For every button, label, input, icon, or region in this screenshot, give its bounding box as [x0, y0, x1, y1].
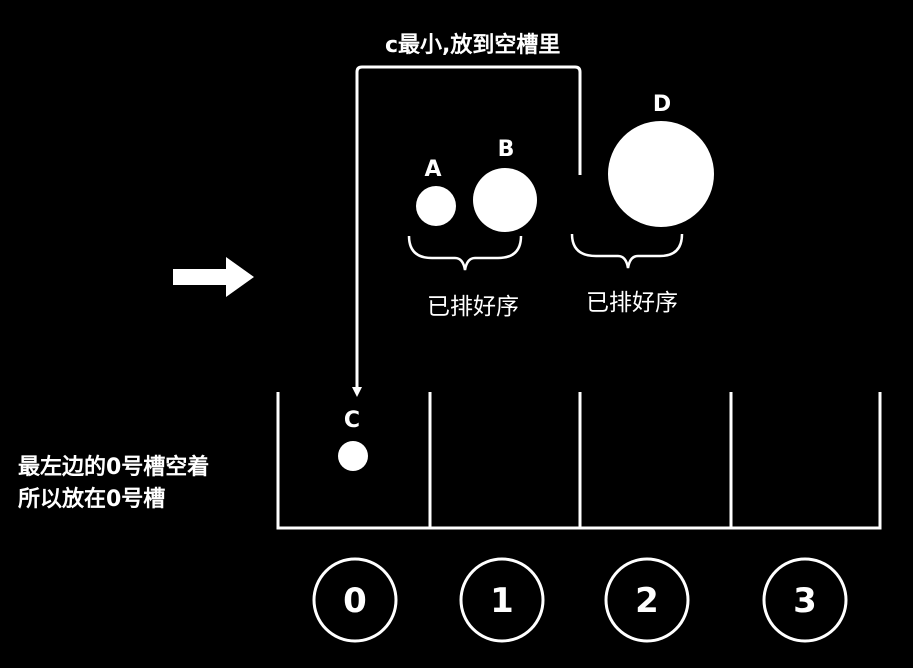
- side-note: 最左边的0号槽空着 所以放在0号槽: [18, 452, 209, 516]
- sorted-label-right: 已排好序: [586, 290, 678, 316]
- ball-d-label: D: [653, 92, 671, 117]
- slot-container: [276, 392, 882, 530]
- right-arrow-icon: [173, 257, 254, 297]
- slot-number-0: 0: [312, 557, 398, 643]
- ball-a-label: A: [424, 157, 441, 182]
- brace-right: [570, 233, 684, 269]
- ball-d: [608, 121, 714, 227]
- ball-b-label: B: [498, 137, 515, 162]
- side-note-line-2: 所以放在0号槽: [18, 487, 166, 512]
- side-note-line-1: 最左边的0号槽空着: [18, 455, 210, 480]
- slot-number-1-text: 1: [490, 581, 514, 621]
- slot-number-3: 3: [762, 557, 848, 643]
- caption-text: c最小,放到空槽里: [385, 32, 560, 58]
- slot-number-2-text: 2: [635, 581, 659, 621]
- ball-a: [416, 186, 456, 226]
- slot-number-1: 1: [459, 557, 545, 643]
- ball-c: [338, 441, 368, 471]
- sorted-label-left: 已排好序: [427, 294, 519, 320]
- move-path: [352, 65, 582, 397]
- brace-left: [407, 235, 523, 271]
- ball-c-label: C: [344, 408, 360, 433]
- slot-number-2: 2: [604, 557, 690, 643]
- ball-b: [473, 168, 537, 232]
- slot-number-3-text: 3: [793, 581, 817, 621]
- slot-number-0-text: 0: [343, 581, 367, 621]
